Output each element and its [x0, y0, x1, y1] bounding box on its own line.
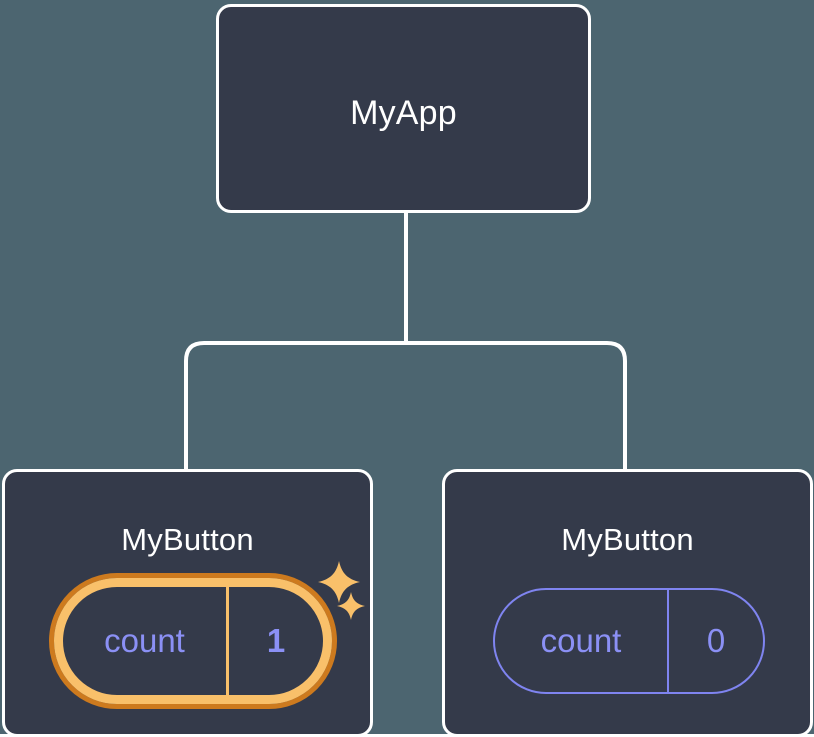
- node-myapp[interactable]: MyApp: [216, 4, 591, 213]
- node-mybutton-right[interactable]: MyButton count 0: [442, 469, 813, 737]
- state-pill-highlighted[interactable]: count 1: [49, 573, 337, 709]
- state-pill-divider: [667, 590, 669, 692]
- state-pill-divider: [226, 587, 229, 695]
- state-value-label: 1: [266, 622, 286, 659]
- state-key-label: count: [104, 622, 185, 659]
- state-pill-plain[interactable]: count 0: [493, 588, 765, 694]
- node-myapp-title: MyApp: [350, 94, 457, 132]
- sparkle-icon-small: [337, 592, 365, 620]
- node-mybutton-left[interactable]: MyButton count 1: [2, 469, 373, 737]
- node-mybutton-left-title: MyButton: [121, 522, 254, 557]
- state-key-label: count: [540, 622, 622, 659]
- state-pill-highlighted-inner: count 1: [54, 578, 332, 704]
- state-value-label: 0: [706, 622, 726, 659]
- sparkle-icon-large: [318, 561, 360, 603]
- node-mybutton-right-title: MyButton: [561, 522, 694, 557]
- connector-branch-bus: [184, 341, 627, 471]
